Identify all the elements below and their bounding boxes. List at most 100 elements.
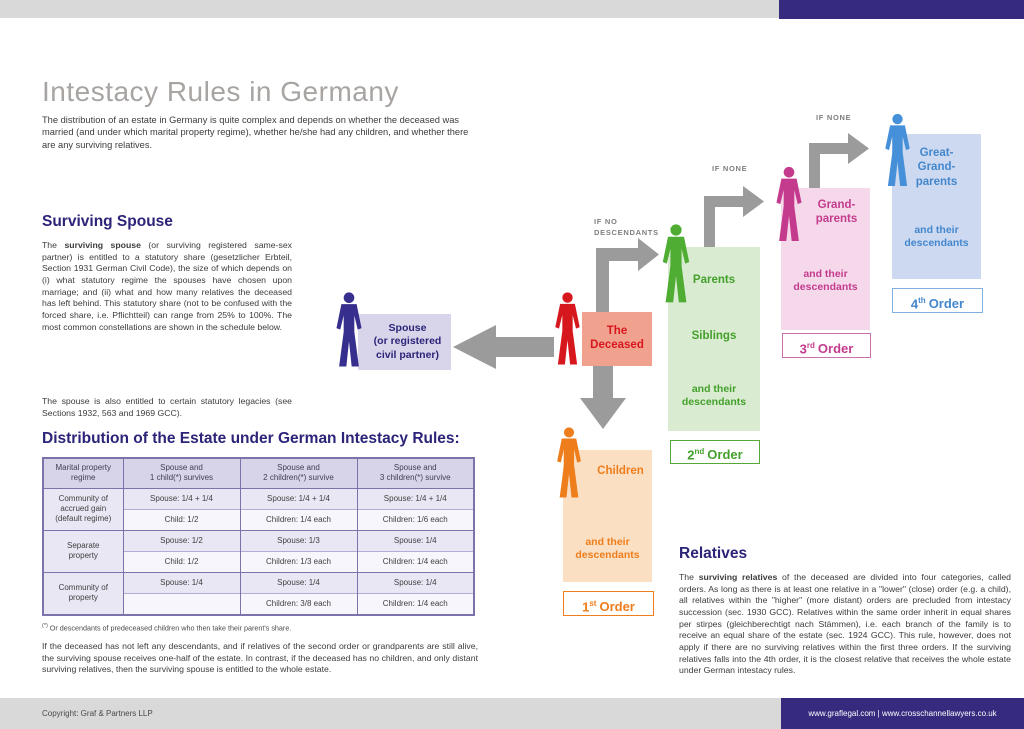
page-title: Intestacy Rules in Germany — [42, 76, 399, 107]
order-word: Order — [599, 599, 635, 615]
table-row: Community of property Spouse: 1/4 Spouse… — [42, 571, 474, 615]
para-body: (or surviving registered same-sex partne… — [42, 240, 292, 332]
table-row: Child: 1/2 Children: 1/3 each Children: … — [43, 550, 474, 573]
table-cell: Child: 1/2 — [122, 508, 240, 531]
second-order-box: Parents Siblings and their descendants — [668, 247, 760, 431]
col-header: Spouse and 2 children(*) survive — [239, 458, 357, 489]
regime-label: Community of property — [42, 571, 123, 615]
table-cell: Spouse: 1/4 + 1/4 — [122, 487, 240, 510]
col-header: Spouse and 1 child(*) survives — [122, 458, 240, 489]
descendants-label: and their descendants — [904, 224, 969, 250]
table-cell: Children: 1/4 each — [356, 550, 474, 573]
table-cell: Spouse: 1/4 — [239, 571, 357, 594]
table-cell: Children: 1/4 each — [239, 508, 357, 531]
footnote-marker: (*) — [42, 623, 48, 629]
relatives-paragraph: The surviving relatives of the deceased … — [679, 572, 1011, 677]
table-cell: Spouse: 1/2 — [122, 529, 240, 552]
table-row: Children: 3/8 each Children: 1/4 each — [43, 592, 474, 615]
order-word: Order — [817, 341, 854, 357]
table-cell: Child: 1/2 — [122, 550, 240, 573]
grandparents-label: Grand- parents — [815, 199, 858, 226]
spouse-share-paragraph: If the deceased has not left any descend… — [42, 641, 478, 675]
table-cell: Spouse: 1/4 + 1/4 — [356, 487, 474, 510]
deceased-box: The Deceased — [582, 312, 652, 366]
table-header-row: Marital property regime Spouse and 1 chi… — [42, 458, 474, 489]
grandparents-person-icon — [776, 166, 802, 241]
order-number: 1 — [582, 599, 590, 615]
order-number: 3 — [799, 341, 807, 357]
table-cell: Spouse: 1/4 — [356, 571, 474, 594]
surviving-spouse-paragraph: The surviving spouse (or surviving regis… — [42, 240, 292, 333]
spouse-person-icon — [336, 292, 362, 367]
col-header: Spouse and 3 children(*) survive — [356, 458, 474, 489]
table-cell: Children: 1/6 each — [356, 508, 474, 531]
great-grandparents-label: Great- Grand- parents — [915, 147, 958, 188]
order-number: 2 — [687, 447, 695, 463]
table-cell: Children: 1/3 each — [239, 550, 357, 573]
para-bold-term: surviving relatives — [698, 572, 778, 582]
table-cell: Children: 1/4 each — [356, 592, 474, 615]
top-gray-bar — [0, 0, 779, 18]
siblings-label: Siblings — [691, 330, 737, 342]
deceased-person-icon — [555, 292, 580, 365]
table-row: Separate property Spouse: 1/2 Spouse: 1/… — [42, 529, 474, 573]
if-none-label: IF NONE — [712, 164, 748, 173]
relatives-heading: Relatives — [679, 545, 748, 562]
order-word: Order — [707, 447, 743, 463]
arrow-up-right-icon — [809, 133, 869, 193]
para-bold-term: surviving spouse — [64, 240, 141, 250]
order-suffix: nd — [694, 447, 705, 456]
table-row: Child: 1/2 Children: 1/4 each Children: … — [43, 508, 474, 531]
order-suffix: rd — [806, 341, 815, 350]
para-lead: The — [42, 240, 65, 250]
regime-label: Separate property — [42, 529, 123, 573]
order-suffix: st — [589, 599, 597, 608]
if-none-label: IF NONE — [816, 113, 852, 122]
descendants-label: and their descendants — [681, 383, 747, 409]
table-cell: Spouse: 1/4 + 1/4 — [239, 487, 357, 510]
surviving-spouse-paragraph-2: The spouse is also entitled to certain s… — [42, 396, 292, 418]
table-cell — [122, 592, 240, 615]
descendants-label: and their descendants — [575, 536, 640, 562]
arrow-up-right-icon — [596, 238, 659, 316]
descendants-label: and their descendants — [793, 268, 858, 294]
order-number: 4 — [910, 296, 919, 312]
copyright-text: Copyright: Graf & Partners LLP — [42, 709, 153, 718]
para-lead: The — [679, 572, 699, 582]
parents-label: Parents — [692, 274, 736, 286]
para-body: of the deceased are divided into four ca… — [679, 572, 1011, 676]
table-footnote: (*) Or descendants of predeceased childr… — [42, 623, 291, 632]
intro-text: The distribution of an estate in Germany… — [42, 115, 469, 150]
arrow-up-right-icon — [704, 186, 764, 250]
table-cell: Spouse: 1/4 — [356, 529, 474, 552]
third-order-box: Grand- parents and their descendants — [781, 188, 870, 330]
table-row: Community of accrued gain (default regim… — [42, 487, 474, 531]
arrow-down-icon — [580, 366, 626, 429]
top-purple-corner — [779, 0, 1024, 19]
fourth-order-box: Great- Grand- parents and their descenda… — [892, 134, 981, 279]
surviving-spouse-heading: Surviving Spouse — [42, 213, 173, 230]
footer-websites: www.graflegal.com | www.crosschannellawy… — [781, 698, 1024, 729]
parents-person-icon — [662, 224, 690, 303]
children-label: Children — [597, 465, 644, 477]
arrow-left-icon — [453, 325, 554, 369]
footnote-text: Or descendants of predeceased children w… — [47, 623, 292, 633]
order-word: Order — [928, 296, 965, 312]
children-person-icon — [557, 427, 581, 498]
order-suffix: th — [918, 296, 926, 305]
table-cell: Spouse: 1/4 — [122, 571, 240, 594]
first-order-box: Children and their descendants — [563, 450, 652, 582]
distribution-table: Marital property regime Spouse and 1 chi… — [42, 457, 475, 616]
spouse-box: Spouse (or registered civil partner) — [358, 314, 451, 370]
table-cell: Spouse: 1/3 — [239, 529, 357, 552]
col-header: Marital property regime — [42, 458, 123, 489]
regime-label: Community of accrued gain (default regim… — [42, 487, 123, 531]
table-cell: Children: 3/8 each — [239, 592, 357, 615]
distribution-heading: Distribution of the Estate under German … — [42, 430, 460, 447]
great-grandparents-person-icon — [885, 113, 910, 187]
